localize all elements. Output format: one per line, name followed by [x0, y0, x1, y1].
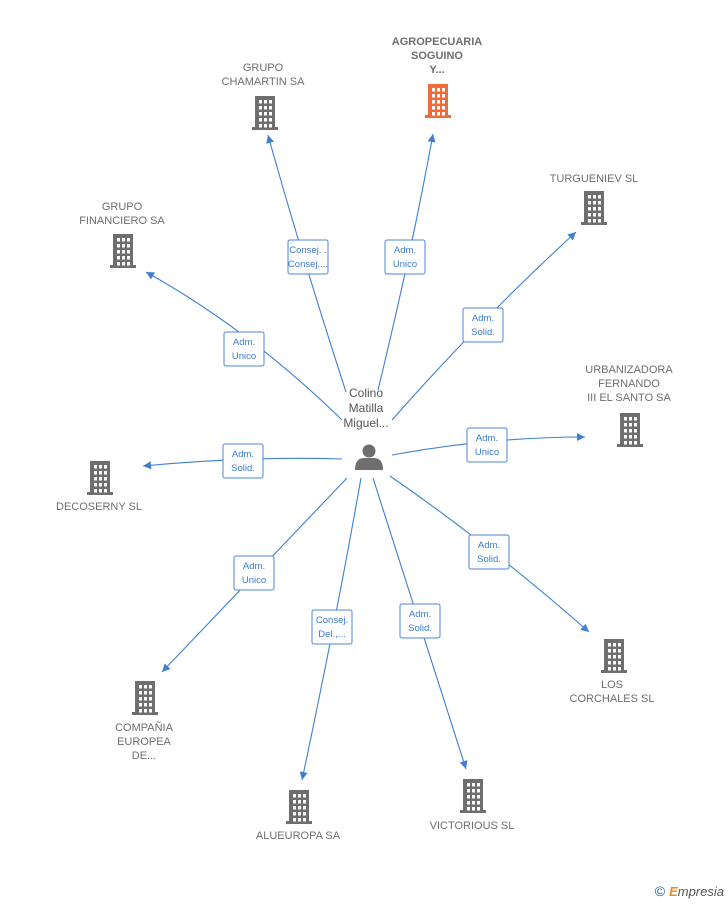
arrow-grupo-financiero — [146, 272, 155, 280]
arrow-turgueniev — [567, 232, 576, 241]
person-label[interactable]: Miguel... — [343, 416, 388, 430]
role-text: Consej. . — [289, 245, 327, 256]
company-label-alueuropa[interactable]: ALUEUROPA SA — [256, 830, 341, 842]
role-text: Adm. — [476, 433, 498, 444]
company-label-grupo-chamartin[interactable]: CHAMARTIN SA — [222, 76, 306, 88]
company-label-grupo-financiero[interactable]: GRUPO — [102, 201, 143, 213]
company-label-compania-europea[interactable]: EUROPEA — [117, 736, 171, 748]
person-label[interactable]: Colino — [349, 386, 383, 400]
arrow-compania-europea — [162, 663, 171, 672]
company-label-grupo-financiero[interactable]: FINANCIERO SA — [79, 215, 165, 227]
company-label-urbanizadora[interactable]: III EL SANTO SA — [587, 392, 671, 404]
company-label-agropecuaria[interactable]: Y... — [429, 64, 444, 76]
role-badge-compania-europea[interactable]: Adm. Unico — [233, 555, 275, 591]
role-badge-urbanizadora[interactable]: Adm. Unico — [466, 427, 508, 463]
role-text: Unico — [242, 575, 266, 586]
role-badge-decoserny[interactable]: Adm. Solid. — [222, 443, 264, 479]
company-label-los-corchales[interactable]: CORCHALES SL — [570, 693, 655, 705]
role-text: Adm. — [409, 609, 431, 620]
role-text: Adm. — [478, 540, 500, 551]
arrow-decoserny — [143, 461, 152, 470]
person-icon[interactable] — [355, 444, 383, 471]
building-icon[interactable] — [617, 413, 643, 447]
role-text: Solid. — [477, 554, 501, 565]
role-text: Consej. — [316, 615, 348, 626]
role-text: Adm. — [394, 245, 416, 256]
copyright-icon: © — [654, 883, 666, 899]
role-text: Consej.... — [288, 259, 328, 270]
role-text: Solid. — [231, 463, 255, 474]
arrow-los-corchales — [580, 623, 589, 632]
company-label-urbanizadora[interactable]: FERNANDO — [598, 378, 660, 390]
brand-initial: E — [669, 884, 678, 899]
role-badge-agropecuaria[interactable]: Adm. Unico — [384, 239, 426, 275]
role-badge-grupo-financiero[interactable]: Adm. Unico — [223, 331, 265, 367]
role-text: Adm. — [243, 561, 265, 572]
building-icon[interactable] — [132, 681, 158, 715]
building-icon[interactable] — [581, 191, 607, 225]
role-text: Solid. — [471, 327, 495, 338]
company-label-agropecuaria[interactable]: SOGUINO — [411, 50, 463, 62]
company-label-los-corchales[interactable]: LOS — [601, 679, 623, 691]
role-text: Adm. — [472, 313, 494, 324]
role-badge-victorious[interactable]: Adm. Solid. — [399, 603, 441, 639]
role-badge-grupo-chamartin[interactable]: Consej. . Consej.... — [287, 239, 329, 275]
company-label-compania-europea[interactable]: COMPAÑIA — [115, 721, 174, 734]
company-label-turgueniev[interactable]: TURGUENIEV SL — [550, 173, 639, 185]
arrow-victorious — [459, 760, 468, 769]
arrow-agropecuaria — [427, 134, 436, 143]
building-icon[interactable] — [110, 234, 136, 268]
role-text: Adm. — [232, 449, 254, 460]
role-text: Unico — [393, 259, 417, 270]
company-label-decoserny[interactable]: DECOSERNY SL — [56, 501, 142, 513]
building-icon-focus[interactable] — [425, 84, 451, 118]
empresia-watermark: ©Empresia — [655, 883, 724, 899]
role-text: Unico — [232, 351, 256, 362]
role-badge-turgueniev[interactable]: Adm. Solid. — [462, 307, 504, 343]
role-text: Del.,... — [318, 629, 345, 640]
role-text: Unico — [475, 447, 499, 458]
arrow-alueuropa — [299, 771, 308, 780]
company-label-urbanizadora[interactable]: URBANIZADORA — [585, 364, 673, 376]
arrow-urbanizadora — [577, 433, 585, 441]
company-label-grupo-chamartin[interactable]: GRUPO — [243, 62, 284, 74]
role-badge-los-corchales[interactable]: Adm. Solid. — [468, 534, 510, 570]
brand-name: mpresia — [677, 884, 724, 899]
company-label-compania-europea[interactable]: DE... — [132, 750, 156, 762]
role-badge-alueuropa[interactable]: Consej. Del.,... — [311, 609, 353, 645]
arrow-grupo-chamartin — [266, 135, 274, 144]
company-label-agropecuaria[interactable]: AGROPECUARIA — [392, 36, 483, 48]
role-text: Solid. — [408, 623, 432, 634]
role-text: Adm. — [233, 337, 255, 348]
building-icon[interactable] — [460, 779, 486, 813]
company-label-victorious[interactable]: VICTORIOUS SL — [430, 820, 515, 832]
building-icon[interactable] — [286, 790, 312, 824]
person-label[interactable]: Matilla — [349, 401, 384, 415]
building-icon[interactable] — [87, 461, 113, 495]
building-icon[interactable] — [601, 639, 627, 673]
building-icon[interactable] — [252, 96, 278, 130]
